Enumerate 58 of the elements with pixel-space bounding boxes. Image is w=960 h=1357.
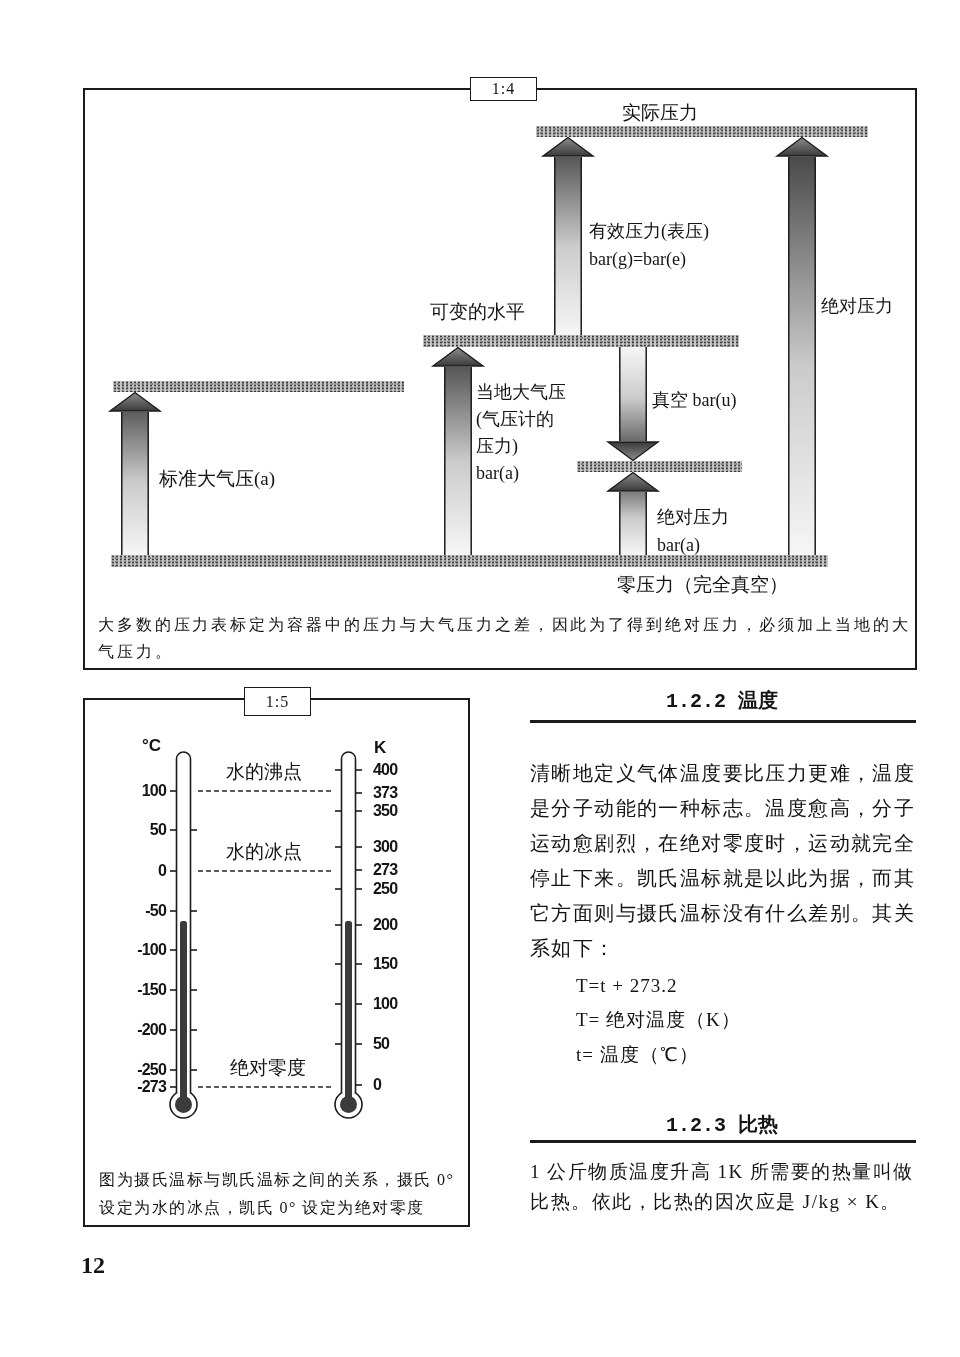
scale-label: 200	[373, 916, 398, 934]
section-heading: 1.2.2 温度	[666, 689, 778, 714]
scale-label: 150	[373, 955, 398, 973]
page-number: 12	[81, 1251, 105, 1280]
scale-label: -273	[137, 1078, 166, 1096]
level-label: 零压力（完全真空）	[617, 573, 788, 597]
level-bar	[577, 461, 742, 472]
level-label: 实际压力	[622, 101, 698, 125]
block-arrow	[776, 136, 828, 555]
edge-label: 绝对压力	[821, 295, 893, 318]
scale-label: 250	[373, 880, 398, 898]
body-text: 1 公斤物质温度升高 1K 所需要的热量叫做比热。依此，比热的因次应是 J/kg × K。	[530, 1160, 915, 1214]
block-arrow	[607, 347, 659, 462]
edge-label: 绝对压力 bar(a)	[657, 506, 730, 557]
figure-number-tab: 1:5	[244, 687, 311, 716]
block-arrow	[109, 391, 161, 555]
scale-label: 0	[373, 1076, 382, 1094]
scale-label: 300	[373, 838, 398, 856]
edge-label: 水的沸点	[226, 760, 302, 784]
level-label: 可变的水平	[430, 300, 525, 324]
scale-label: 373	[373, 784, 398, 802]
scale-label: 100	[141, 782, 166, 800]
scale-label: 0	[157, 862, 166, 880]
body-text: 清晰地定义气体温度要比压力更难，温度是分子动能的一种标志。温度愈高，分子运动愈剧烈，在绝对零度时，运动就完全停止下来。凯氏温标就是以此为据，而其它方面则与摄氏温标没有什么差别。其关系如下：	[530, 761, 917, 961]
formula: t= 温度（℃）	[576, 1043, 699, 1067]
section-heading: 1.2.3 比热	[666, 1113, 778, 1138]
block-arrow	[432, 346, 484, 555]
scale-label: 350	[373, 802, 398, 820]
scale-label: -250	[137, 1061, 166, 1079]
level-bar	[423, 335, 739, 347]
formula: T= 绝对温度（K）	[576, 1008, 741, 1032]
scale-label: 100	[373, 995, 398, 1013]
scale-label: 273	[373, 861, 398, 879]
figure-caption: 大多数的压力表标定为容器中的压力与大气压力之差，因此为了得到绝对压力，必须加上当地的大气压力。	[98, 615, 912, 662]
edge-label: 标准大气压(a)	[159, 467, 276, 491]
formula: T=t + 273.2	[576, 974, 678, 998]
edge-label: 有效压力(表压) bar(g)=bar(e)	[589, 220, 710, 271]
scale-label: -150	[137, 981, 166, 999]
scale-label: -200	[137, 1021, 166, 1039]
scale-label: 400	[373, 761, 398, 779]
level-bar	[111, 555, 828, 567]
level-bar	[536, 126, 868, 137]
edge-label: 真空 bar(u)	[652, 389, 737, 412]
unit-label: °C	[142, 735, 162, 757]
level-bar	[113, 381, 404, 392]
thermometer	[169, 750, 198, 1119]
figure-number-tab: 1:4	[470, 77, 537, 101]
scale-label: -50	[145, 902, 166, 920]
scale-label: 50	[373, 1035, 390, 1053]
scale-label: -100	[137, 941, 166, 959]
block-arrow	[542, 136, 594, 335]
scale-label: 50	[149, 821, 166, 839]
block-arrow	[607, 471, 659, 555]
edge-label: 水的冰点	[226, 840, 302, 864]
edge-label: 当地大气压(气压计的压力) bar(a)	[476, 381, 567, 485]
figure-caption: 图为摄氏温标与凯氏温标之间的关系，摄氏 0° 设定为水的冰点，凯氏 0° 设定为绝对零度	[99, 1170, 456, 1218]
unit-label: K	[374, 737, 387, 759]
edge-label: 绝对零度	[230, 1056, 306, 1080]
